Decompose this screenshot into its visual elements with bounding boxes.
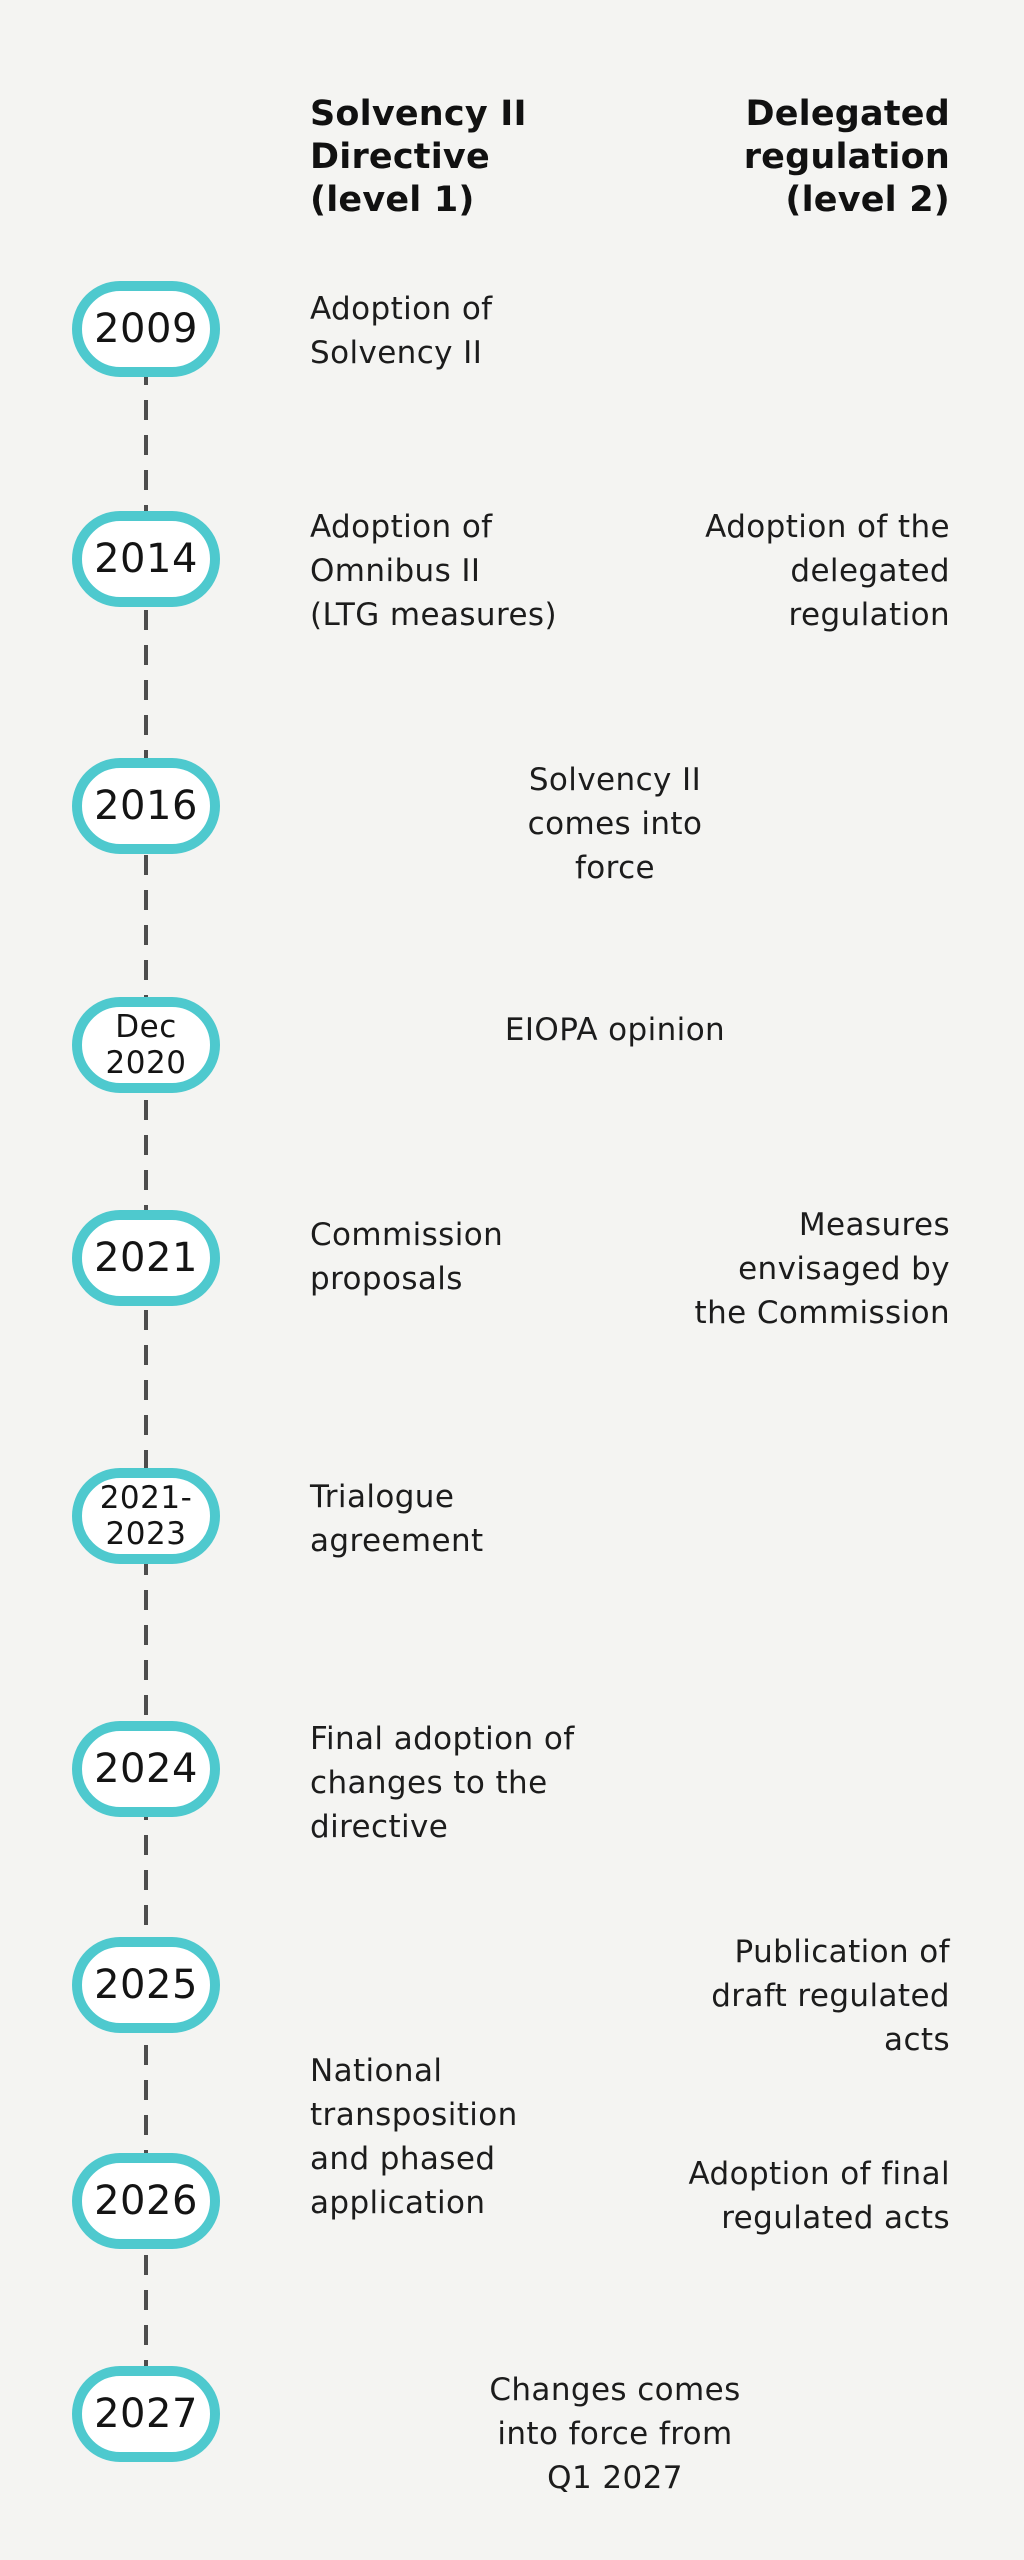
year-badge-2014: 2014: [72, 511, 220, 607]
year-badge-2025: 2025: [72, 1937, 220, 2033]
note-2026-level2: Adoption of final regulated acts: [688, 2156, 950, 2236]
note-2016-center: Solvency II comes into force: [527, 762, 703, 886]
note-dec-2020-center: EIOPA opinion: [504, 1012, 726, 1048]
note-2026-level1: National transposition and phased applic…: [310, 2053, 518, 2221]
year-badge-2024: 2024: [72, 1721, 220, 1817]
year-badge-2009: 2009: [72, 281, 220, 377]
year-badge-2027: 2027: [72, 2366, 220, 2462]
note-2021-level2: Measures envisaged by the Commission: [694, 1207, 950, 1331]
year-badge-2021: 2021: [72, 1210, 220, 1306]
timeline-dashed-line: [144, 330, 148, 2414]
column-heading-level1: Solvency II Directive (level 1): [310, 94, 527, 220]
note-2014-level2: Adoption of the delegated regulation: [705, 509, 950, 633]
year-badge-2016: 2016: [72, 758, 220, 854]
note-2021-2023-level1: Trialogue agreement: [310, 1479, 484, 1559]
note-2025-level2: Publication of draft regulated acts: [711, 1934, 950, 2058]
note-2027-center: Changes comes into force from Q1 2027: [489, 2372, 741, 2496]
note-2009-level1: Adoption of Solvency II: [310, 291, 493, 371]
year-badge-2021-2023: 2021- 2023: [72, 1468, 220, 1564]
note-2021-level1: Commission proposals: [310, 1217, 504, 1297]
note-2014-level1: Adoption of Omnibus II (LTG measures): [310, 509, 557, 633]
column-heading-level2: Delegated regulation (level 2): [743, 94, 950, 220]
note-2024-level1: Final adoption of changes to the directi…: [310, 1721, 575, 1845]
year-badge-2026: 2026: [72, 2153, 220, 2249]
year-badge-dec-2020: Dec 2020: [72, 997, 220, 1093]
